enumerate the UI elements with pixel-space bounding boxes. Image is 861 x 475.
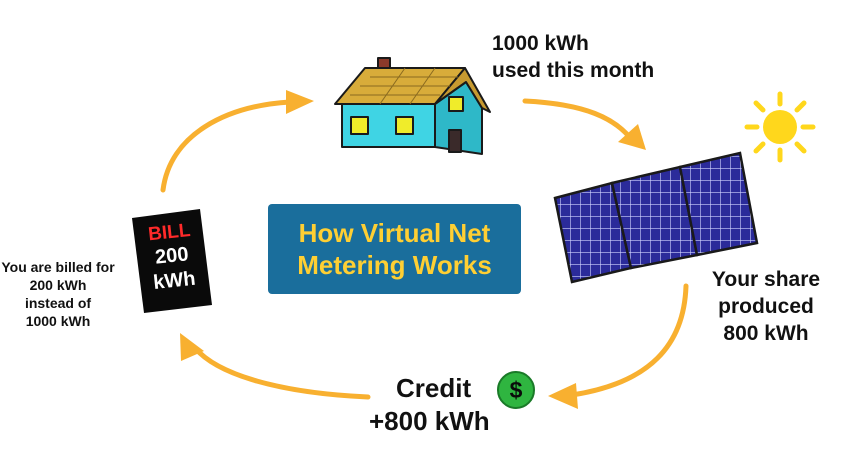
sun-icon <box>744 91 816 163</box>
arrow-house-to-solar <box>522 98 635 143</box>
solar-panel-icon <box>553 151 759 284</box>
solar-share-line-1: Your share <box>711 268 821 291</box>
bill-icon <box>132 209 212 313</box>
billed-note-line-3: instead of <box>24 295 92 311</box>
arrow-head-bill-to-house <box>286 90 314 114</box>
arrow-head-house-to-solar <box>618 124 646 150</box>
house-icon <box>334 57 491 155</box>
title-line-2: Metering Works <box>297 250 492 280</box>
title-line-1: How Virtual Net <box>298 218 491 248</box>
arrow-credit-to-bill <box>192 345 371 400</box>
billed-note-line-4: 1000 kWh <box>25 313 91 329</box>
solar-panel-right <box>678 151 759 257</box>
cycle-arrows <box>160 90 689 409</box>
billed-note-line-1: You are billed for <box>1 259 115 275</box>
dollar-coin-icon <box>497 371 535 409</box>
arrow-solar-to-credit <box>569 283 689 398</box>
house-usage-label: 1000 kWh used this month <box>492 30 654 84</box>
title-box: How Virtual Net Metering Works <box>268 204 521 294</box>
arrow-head-solar-to-credit <box>548 383 578 409</box>
dollar-symbol: $ <box>509 377 523 403</box>
bill-text: BILL 200 kWh <box>138 219 205 297</box>
arrow-bill-to-house <box>160 99 293 193</box>
arrow-head-credit-to-bill <box>180 333 204 361</box>
billed-note-line-2: 200 kWh <box>29 277 87 293</box>
credit-title: Credit <box>396 373 472 403</box>
solar-share-label: Your share produced 800 kWh <box>704 266 828 347</box>
billed-note: You are billed for 200 kWh instead of 10… <box>0 258 128 330</box>
solar-share-line-2: produced <box>718 295 814 318</box>
credit-amount: +800 kWh <box>369 406 490 436</box>
house-usage-line-1: 1000 kWh <box>492 32 589 55</box>
house-usage-line-2: used this month <box>492 59 655 82</box>
solar-share-line-3: 800 kWh <box>723 322 809 345</box>
